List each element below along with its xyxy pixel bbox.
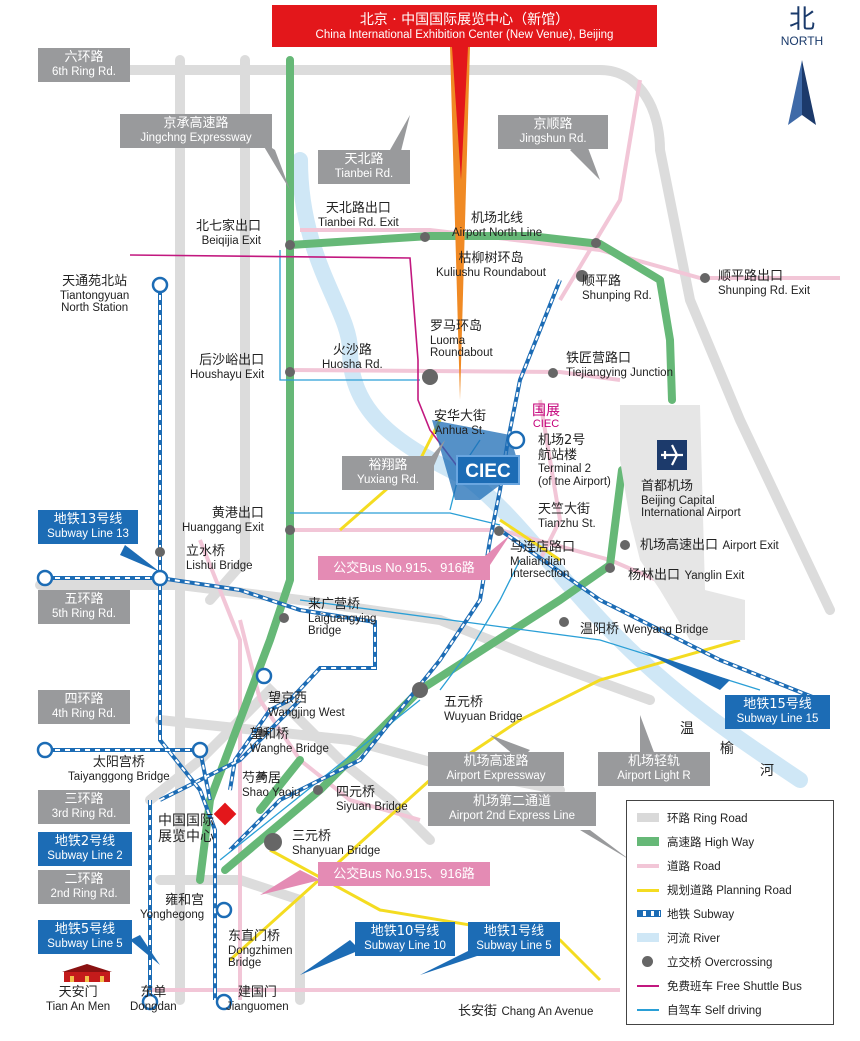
label-wenyang: 温阳桥 Wenyang Bridge: [580, 622, 709, 637]
ciec-label: 国展 CIEC: [532, 402, 560, 431]
bus-callout-bottom: 公交Bus No.915、916路: [318, 862, 490, 886]
page-title: 北京 · 中国国际展览中心（新馆） China International Ex…: [272, 5, 657, 47]
label-changan: 长安街 Chang An Avenue: [458, 1004, 594, 1019]
airport-area: [620, 405, 745, 640]
river-label-1: 温: [680, 721, 694, 737]
title-pointer: [450, 47, 470, 400]
airport-expressway: [221, 466, 626, 874]
compass-icon: [788, 60, 816, 125]
airplane-icon: [657, 440, 687, 470]
river-label-2: 榆: [720, 741, 734, 757]
overcrossings: [155, 232, 710, 851]
tiananmen-icon: [62, 964, 112, 982]
ciec-badge: CIEC: [456, 455, 520, 485]
label-yanglin: 杨林出口 Yanglin Exit: [628, 568, 745, 583]
ring-3: [145, 682, 435, 845]
river-label-3: 河: [760, 763, 774, 779]
ring-6: [125, 65, 835, 615]
shuttle-route: [129, 254, 461, 471]
subway-station-icons: [36, 276, 526, 1011]
old-ciec-marker: [213, 802, 237, 826]
legend: 环路 Ring Road 高速路 High Way 道路 Road 规划道路 P…: [626, 800, 834, 1025]
north-indicator: 北 NORTH: [780, 5, 824, 48]
label-old-ciec: 中国国际展览中心: [158, 813, 214, 845]
bus-callout-top: 公交Bus No.915、916路: [318, 556, 490, 580]
label-airport-exit: 机场高速出口 Airport Exit: [640, 538, 779, 553]
